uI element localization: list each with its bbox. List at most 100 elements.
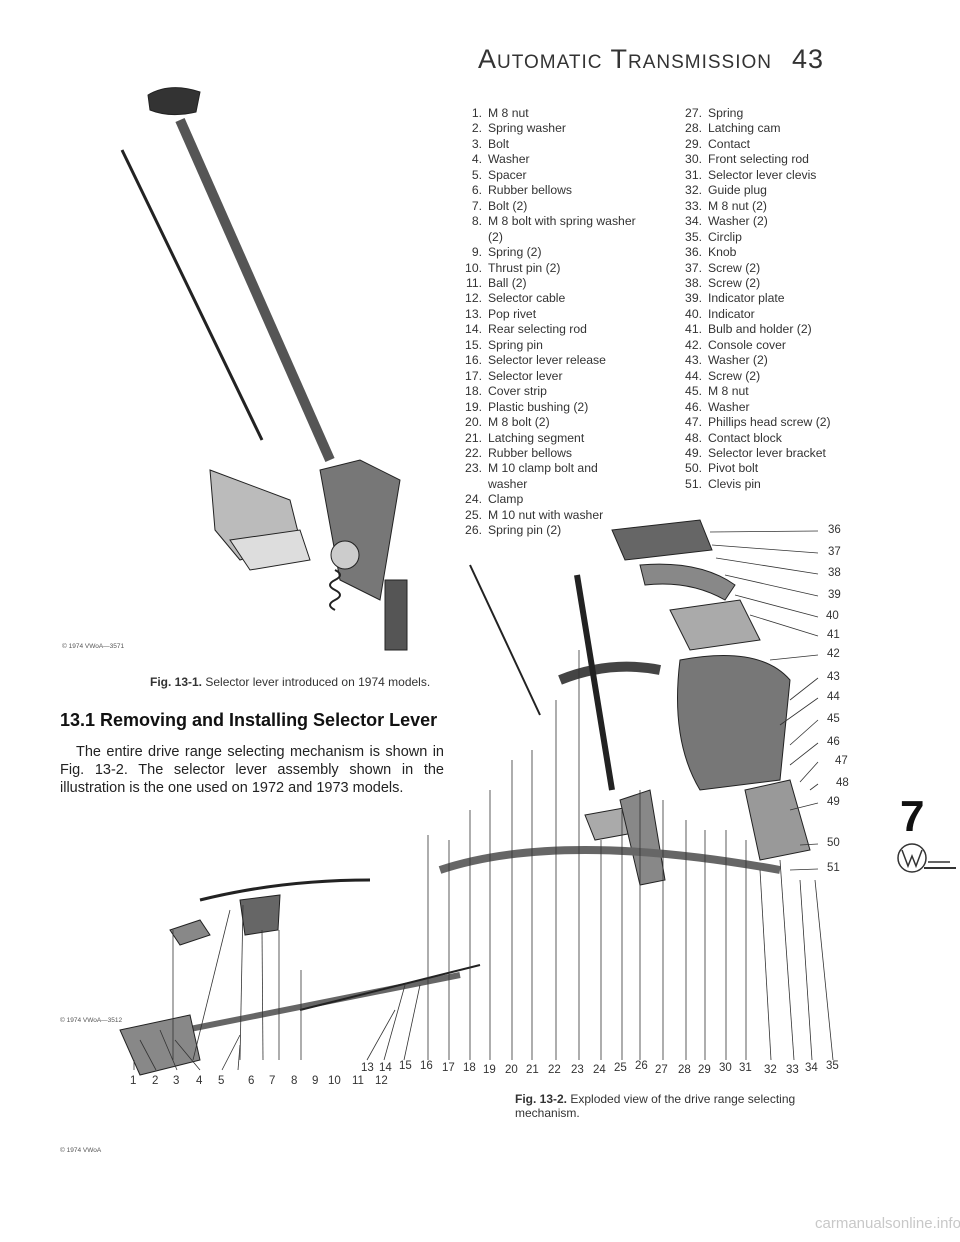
list-item: 22.Rubber bellows bbox=[465, 445, 573, 460]
callout-label: 8 bbox=[291, 1075, 298, 1087]
callout-label: 17 bbox=[442, 1062, 455, 1074]
list-item: 10.Thrust pin (2) bbox=[465, 260, 561, 275]
list-item: 18.Cover strip bbox=[465, 384, 547, 399]
callout-label: 13 bbox=[361, 1062, 374, 1074]
callout-label: 6 bbox=[248, 1075, 255, 1087]
list-item: 41.Bulb and holder (2) bbox=[685, 322, 812, 337]
list-item: 47.Phillips head screw (2) bbox=[685, 415, 831, 430]
callout-label: 36 bbox=[828, 524, 841, 536]
callout-label: 7 bbox=[269, 1075, 276, 1087]
list-item: 1.M 8 nut bbox=[471, 106, 529, 120]
callout-label: 38 bbox=[828, 567, 841, 579]
list-item: 33.M 8 nut (2) bbox=[685, 198, 767, 213]
header-title: Automatic Transmission bbox=[478, 44, 772, 74]
list-item: 43.Washer (2) bbox=[685, 353, 768, 368]
fig1-selector-lever-drawing bbox=[120, 87, 408, 651]
list-item: 8.M 8 bolt with spring washer bbox=[471, 214, 636, 229]
callout-label: 4 bbox=[196, 1075, 203, 1087]
callout-label: 12 bbox=[375, 1075, 388, 1087]
list-item: 20.M 8 bolt (2) bbox=[465, 415, 550, 430]
list-item: 17.Selector lever bbox=[465, 368, 563, 383]
fig2-caption: Fig. 13-2. Exploded view of the drive ra… bbox=[515, 1092, 855, 1120]
footer-watermark: carmanualsonline.info bbox=[815, 1215, 960, 1232]
list-item: 37.Screw (2) bbox=[685, 260, 761, 275]
list-item: 46.Washer bbox=[685, 399, 750, 414]
list-item: 27.Spring bbox=[685, 106, 744, 120]
list-item: 16.Selector lever release bbox=[465, 353, 606, 368]
callout-label: 1 bbox=[130, 1075, 137, 1087]
callout-label: 25 bbox=[614, 1062, 627, 1074]
callout-label: 31 bbox=[739, 1062, 752, 1074]
list-item: 6.Rubber bellows bbox=[471, 183, 573, 198]
list-item: 4.Washer bbox=[471, 152, 530, 167]
fig1-caption-text: Selector lever introduced on 1974 models… bbox=[205, 675, 431, 689]
page-number: 43 bbox=[792, 44, 825, 74]
list-item: 14.Rear selecting rod bbox=[465, 322, 587, 337]
list-item: 28.Latching cam bbox=[685, 121, 781, 136]
list-item: 23.M 10 clamp bolt and bbox=[465, 461, 598, 476]
list-item: 19.Plastic bushing (2) bbox=[465, 399, 589, 414]
callout-label: 30 bbox=[719, 1062, 732, 1074]
callout-label: 50 bbox=[827, 837, 840, 849]
callout-label: 34 bbox=[805, 1062, 818, 1074]
callout-label: 20 bbox=[505, 1064, 518, 1076]
fig2-copyright: © 1974 VWoA—3512 bbox=[60, 1017, 123, 1024]
list-item: 26.Spring pin (2) bbox=[465, 523, 562, 538]
callout-label: 29 bbox=[698, 1064, 711, 1076]
list-item: 42.Console cover bbox=[685, 337, 786, 352]
list-item: 31.Selector lever clevis bbox=[685, 167, 817, 182]
callout-label: 26 bbox=[635, 1060, 648, 1072]
callout-label: 46 bbox=[827, 736, 840, 748]
list-item: (2) bbox=[488, 229, 503, 244]
list-item: washer bbox=[488, 476, 528, 491]
list-item: 13.Pop rivet bbox=[465, 306, 537, 321]
list-item: 2.Spring washer bbox=[471, 121, 566, 136]
list-item: 11.Ball (2) bbox=[465, 275, 527, 290]
list-item: 9.Spring (2) bbox=[471, 245, 542, 260]
callout-label: 15 bbox=[399, 1060, 412, 1072]
callout-label: 49 bbox=[827, 796, 840, 808]
callout-label: 40 bbox=[826, 610, 839, 622]
callout-label: 18 bbox=[463, 1062, 476, 1074]
fig2-caption-text: Exploded view of the drive range selecti… bbox=[515, 1092, 796, 1120]
callout-label: 51 bbox=[827, 862, 840, 874]
list-item: 29.Contact bbox=[685, 136, 751, 151]
vw-logo-icon bbox=[897, 843, 956, 873]
callout-label: 48 bbox=[836, 777, 849, 789]
list-item: 50.Pivot bolt bbox=[685, 461, 759, 476]
callout-label: 5 bbox=[218, 1075, 225, 1087]
fig2-mechanism-drawing bbox=[119, 519, 834, 1076]
list-item: 32.Guide plug bbox=[685, 183, 767, 198]
callout-label: 35 bbox=[826, 1060, 839, 1072]
list-item: 49.Selector lever bracket bbox=[685, 445, 826, 460]
callout-label: 41 bbox=[827, 629, 840, 641]
callout-label: 39 bbox=[828, 589, 841, 601]
list-item: 44.Screw (2) bbox=[685, 368, 761, 383]
list-item: 36.Knob bbox=[685, 245, 737, 260]
callout-label: 24 bbox=[593, 1064, 606, 1076]
section-paragraph: The entire drive range selecting mechani… bbox=[60, 744, 444, 796]
fig1-caption: Fig. 13-1. Selector lever introduced on … bbox=[150, 675, 430, 689]
callout-label: 3 bbox=[173, 1075, 180, 1087]
callout-label: 43 bbox=[827, 671, 840, 683]
page-header: Automatic Transmission 43 bbox=[478, 44, 824, 75]
callout-label: 33 bbox=[786, 1064, 799, 1076]
section-heading: 13.1 Removing and Installing Selector Le… bbox=[60, 710, 438, 730]
list-item: 5.Spacer bbox=[471, 167, 527, 182]
callout-label: 23 bbox=[571, 1064, 584, 1076]
callout-label: 11 bbox=[352, 1075, 364, 1087]
page-copyright: © 1974 VWoA bbox=[60, 1147, 102, 1154]
fig2-caption-label: Fig. 13-2. bbox=[515, 1092, 568, 1106]
callout-label: 22 bbox=[548, 1064, 561, 1076]
list-item: 39.Indicator plate bbox=[685, 291, 785, 306]
callout-label: 16 bbox=[420, 1060, 433, 1072]
parts-list-right: 27.Spring 28.Latching cam 29.Contact 30.… bbox=[672, 106, 872, 492]
list-item: 7.Bolt (2) bbox=[471, 198, 528, 213]
list-item: 30.Front selecting rod bbox=[685, 152, 809, 167]
callout-label: 21 bbox=[526, 1064, 539, 1076]
list-item: 40.Indicator bbox=[685, 306, 755, 321]
list-item: 48.Contact block bbox=[685, 430, 782, 445]
callout-label: 45 bbox=[827, 713, 840, 725]
list-item: 35.Circlip bbox=[685, 229, 742, 244]
